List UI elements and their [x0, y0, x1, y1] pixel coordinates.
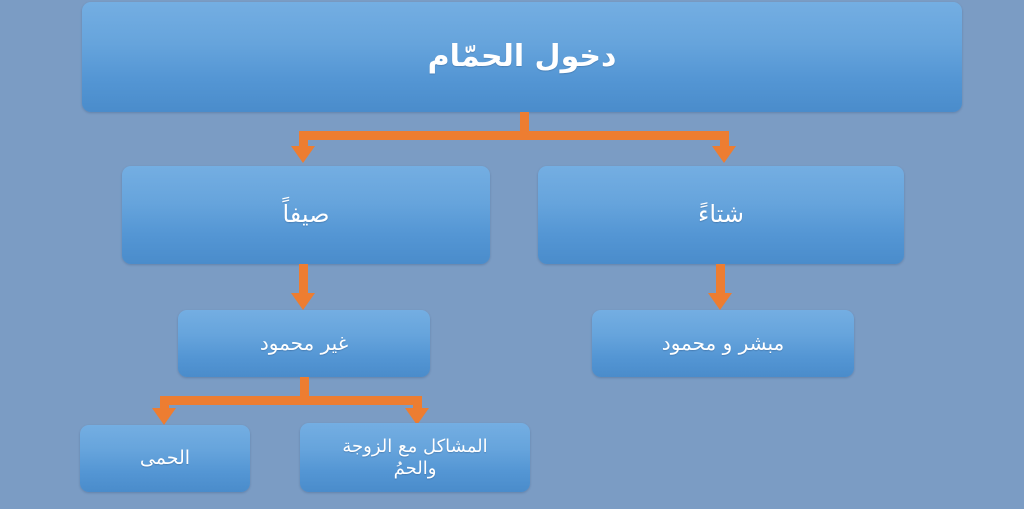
flow-node-winter[interactable]: شتاءً — [538, 166, 904, 264]
flow-node-summer-label: صيفاً — [282, 200, 330, 229]
connector-branch-stem — [300, 377, 309, 398]
flow-node-auspicious-praiseworthy-label: مبشر و محمود — [661, 331, 785, 356]
flow-node-wife-problems-label: المشاكل مع الزوجة والحمُ — [342, 435, 488, 479]
flow-node-not-praiseworthy[interactable]: غير محمود — [178, 310, 430, 377]
arrowhead-to-fever — [152, 408, 176, 425]
flow-node-root[interactable]: دخول الحمّام — [82, 2, 962, 112]
connector-root-left-drop — [299, 131, 308, 148]
connector-branch-crossbar — [160, 396, 422, 405]
connector-root-right-drop — [720, 131, 729, 148]
connector-branch-right-drop — [413, 396, 422, 410]
flow-node-winter-label: شتاءً — [698, 200, 744, 229]
flow-node-root-label: دخول الحمّام — [427, 38, 617, 74]
connector-summer-stem — [299, 264, 308, 295]
flow-node-auspicious-praiseworthy[interactable]: مبشر و محمود — [592, 310, 854, 377]
arrowhead-to-winter — [712, 146, 736, 163]
arrowhead-to-wife-problems — [405, 408, 429, 425]
flow-node-summer[interactable]: صيفاً — [122, 166, 490, 264]
arrowhead-to-not-praiseworthy — [291, 293, 315, 310]
flow-node-fever[interactable]: الحمى — [80, 425, 250, 492]
connector-winter-stem — [716, 264, 725, 295]
flow-node-wife-problems[interactable]: المشاكل مع الزوجة والحمُ — [300, 423, 530, 492]
connector-root-stem — [520, 112, 529, 136]
connector-root-crossbar — [299, 131, 729, 140]
flow-node-fever-label: الحمى — [139, 446, 191, 469]
connector-branch-left-drop — [160, 396, 169, 410]
flow-node-not-praiseworthy-label: غير محمود — [259, 331, 349, 356]
arrowhead-to-summer — [291, 146, 315, 163]
arrowhead-to-auspicious — [708, 293, 732, 310]
